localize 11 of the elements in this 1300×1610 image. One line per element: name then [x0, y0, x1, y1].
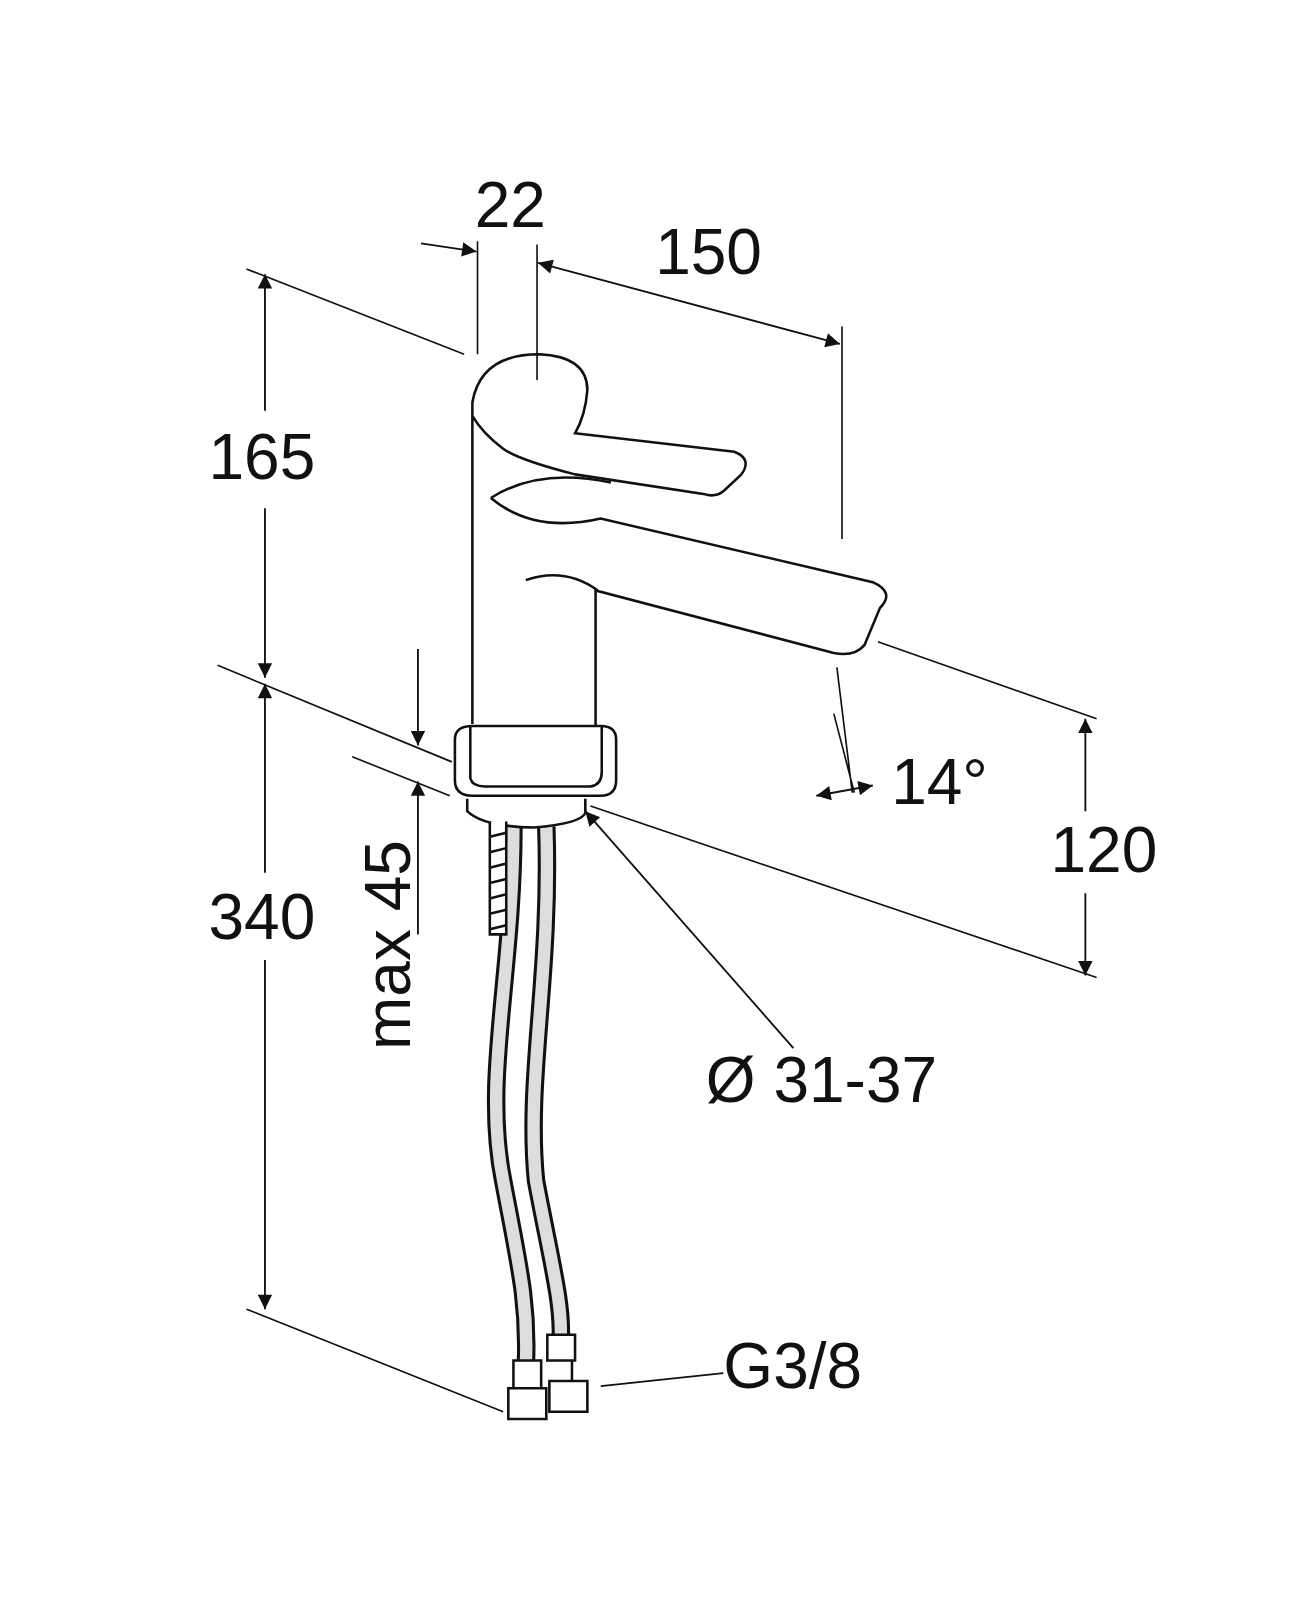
leader-line [599, 1372, 725, 1388]
dimension-label: 165 [208, 424, 316, 489]
dimension-label: 14° [891, 750, 988, 815]
dimension-label: 120 [1050, 818, 1158, 883]
dimension-label: 340 [208, 884, 316, 949]
dimension-label: max 45 [356, 839, 421, 1050]
callout-label: Ø 31-37 [705, 1048, 938, 1113]
dimension-label: 22 [474, 173, 546, 238]
leader-line [584, 810, 795, 1050]
callout-label: G3/8 [723, 1333, 863, 1398]
dimension-label: 150 [655, 219, 762, 284]
